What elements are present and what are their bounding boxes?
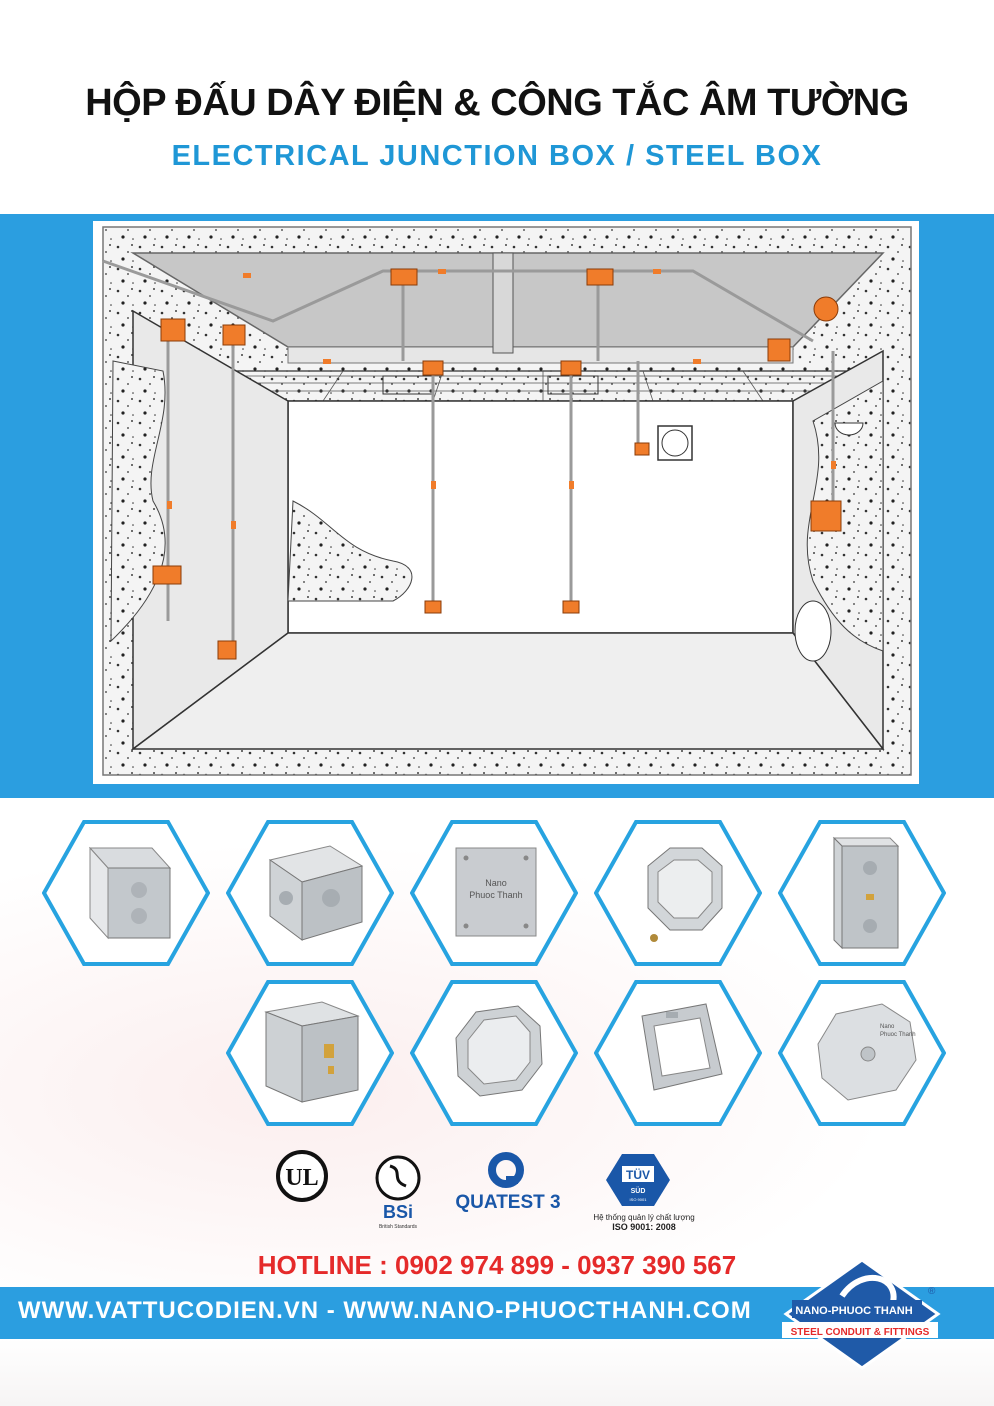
- tuv-logo-icon: TÜV SÜD ISO 9001 Hệ thống quản lý chất l…: [593, 1154, 695, 1232]
- product-tile-octagon-box[interactable]: [593, 818, 763, 968]
- product-tile-metal-box-terminal[interactable]: [225, 978, 395, 1128]
- footer-accent-block: [958, 1287, 994, 1339]
- installation-diagram: [93, 221, 919, 784]
- square-ring-cover-icon: [593, 980, 763, 1126]
- quatest-logo-icon: QUATEST 3: [455, 1152, 561, 1213]
- tuv-iso-small: ISO 9001: [630, 1197, 648, 1202]
- round-cover-text-1: Nano: [880, 1024, 895, 1030]
- ul-logo-icon: UL: [276, 1150, 328, 1202]
- round-cover-plate-icon: Nano Phuoc Thanh: [777, 980, 947, 1126]
- product-tile-double-gang-box[interactable]: [777, 818, 947, 968]
- bsi-label: BSi: [383, 1202, 413, 1222]
- website-links[interactable]: WWW.VATTUCODIEN.VN - WWW.NANO-PHUOCTHANH…: [18, 1297, 752, 1324]
- product-tile-round-cover[interactable]: Nano Phuoc Thanh: [777, 978, 947, 1128]
- ul-label: UL: [285, 1165, 318, 1191]
- bsi-caption: British Standards: [379, 1224, 418, 1230]
- hotline-text: HOTLINE : 0902 974 899 - 0937 390 567: [257, 1250, 737, 1280]
- page-title: HỘP ĐẤU DÂY ĐIỆN & CÔNG TẮC ÂM TƯỜNG: [85, 82, 909, 124]
- page-subtitle: ELECTRICAL JUNCTION BOX / STEEL BOX: [171, 140, 823, 172]
- quatest-label: QUATEST 3: [455, 1192, 560, 1213]
- bsi-logo-icon: BSi British Standards: [375, 1155, 421, 1230]
- certifications-row: UL BSi British Standards QUATEST 3 TÜV S…: [0, 1148, 994, 1248]
- tuv-sub: SÜD: [631, 1186, 646, 1195]
- tuv-caption-vn: Hệ thống quản lý chất lượng: [593, 1213, 694, 1222]
- handy-box-icon: [41, 820, 211, 966]
- tuv-label: TÜV: [626, 1167, 650, 1182]
- metal-box-with-terminal-icon: [225, 980, 395, 1126]
- room-wiring-illustration: [102, 226, 912, 776]
- product-tile-square-ring[interactable]: [593, 978, 763, 1128]
- bottom-background: [0, 1339, 994, 1406]
- brand-tagline: STEEL CONDUIT & FITTINGS: [791, 1327, 930, 1338]
- product-tile-blank-cover[interactable]: Nano Phuoc Thanh: [409, 818, 579, 968]
- product-tile-square-box[interactable]: [225, 818, 395, 968]
- double-gang-box-icon: [777, 820, 947, 966]
- cover-brand-text-2: Phuoc Thanh: [469, 890, 522, 900]
- certification-logos: UL BSi British Standards QUATEST 3 TÜV S…: [276, 1150, 695, 1232]
- blank-cover-plate-icon: Nano Phuoc Thanh: [409, 820, 579, 966]
- brand-name: NANO-PHUOC THANH: [795, 1305, 912, 1317]
- product-tile-round-octagon-box[interactable]: [409, 978, 579, 1128]
- octagon-box-icon: [593, 820, 763, 966]
- product-tile-handy-box[interactable]: [41, 818, 211, 968]
- round-cover-text-2: Phuoc Thanh: [880, 1032, 916, 1038]
- round-octagon-box-icon: [409, 980, 579, 1126]
- nano-phuoc-thanh-logo-icon: NANO-PHUOC THANH STEEL CONDUIT & FITTING…: [782, 1258, 941, 1370]
- cover-brand-text-1: Nano: [485, 878, 507, 888]
- square-box-icon: [225, 820, 395, 966]
- brand-logo: NANO-PHUOC THANH STEEL CONDUIT & FITTING…: [782, 1256, 942, 1372]
- registered-mark: ®: [928, 1286, 936, 1297]
- tuv-caption-iso: ISO 9001: 2008: [612, 1222, 676, 1232]
